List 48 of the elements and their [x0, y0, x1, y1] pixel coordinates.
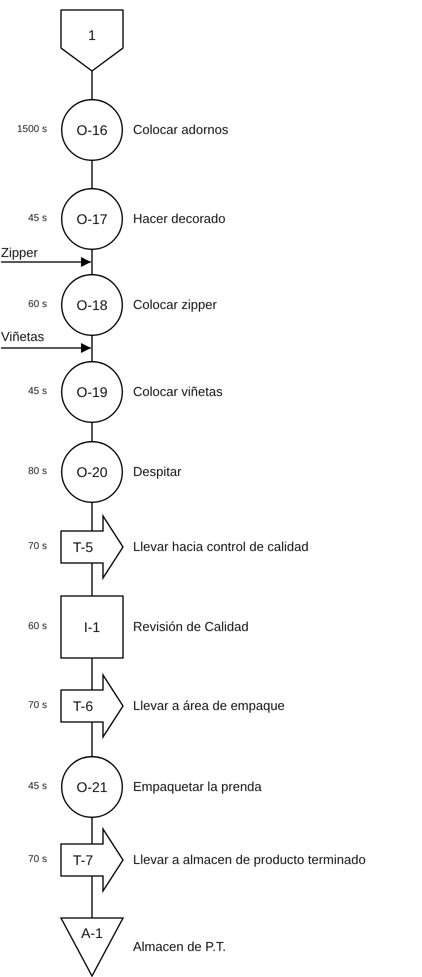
time-label: 1500 s — [16, 124, 47, 136]
time-label: 45 s — [28, 213, 47, 225]
step-description: Colocar zipper — [133, 297, 217, 313]
connector-line — [91, 423, 93, 441]
step-description: Llevar hacia control de calidad — [133, 539, 309, 555]
step-description: Revisión de Calidad — [133, 619, 249, 635]
step-description: Hacer decorado — [133, 211, 226, 227]
time-label: 60 s — [28, 299, 47, 311]
connector-line — [91, 563, 93, 596]
time-label: 45 s — [28, 386, 47, 398]
step-description: Colocar viñetas — [133, 384, 223, 400]
time-label: 70 s — [28, 854, 47, 866]
connector-line — [91, 818, 93, 844]
step-description: Empaquetar la prenda — [133, 779, 262, 795]
symbol-code: 1 — [87, 27, 97, 43]
time-label: 70 s — [28, 541, 47, 553]
arrow — [1, 257, 91, 267]
symbol-code: I-1 — [82, 619, 102, 635]
connector-line — [91, 161, 93, 188]
connector-line — [91, 722, 93, 756]
symbol-code: A-1 — [80, 925, 104, 941]
time-label: 60 s — [28, 621, 47, 633]
step-description: Colocar adornos — [133, 122, 228, 138]
step-description: Llevar a área de empaque — [133, 698, 285, 714]
time-label: 80 s — [28, 466, 47, 478]
symbol-code: O-18 — [75, 297, 109, 313]
connector-line — [91, 503, 93, 531]
symbol-code: O-17 — [75, 211, 109, 227]
connector-line — [91, 336, 93, 361]
symbol-code: T-7 — [72, 852, 94, 868]
connector-line — [91, 658, 93, 690]
step-description: Almacen de P.T. — [133, 939, 226, 955]
step-description: Despitar — [133, 464, 182, 480]
connector-line — [91, 71, 93, 99]
step-description: Llevar a almacen de producto terminado — [133, 852, 366, 868]
arrow — [1, 343, 91, 353]
time-label: 45 s — [28, 781, 47, 793]
time-label: 70 s — [28, 700, 47, 712]
symbol-code: T-5 — [72, 539, 94, 555]
symbol-code: T-6 — [72, 698, 94, 714]
connector-line — [91, 250, 93, 274]
symbol-code: O-16 — [75, 122, 109, 138]
input-label: Zipper — [1, 245, 38, 260]
connector-line — [91, 876, 93, 918]
symbol-code: O-19 — [75, 384, 109, 400]
symbol-code: O-20 — [75, 464, 109, 480]
input-label: Viñetas — [1, 329, 44, 344]
symbol-code: O-21 — [75, 779, 109, 795]
